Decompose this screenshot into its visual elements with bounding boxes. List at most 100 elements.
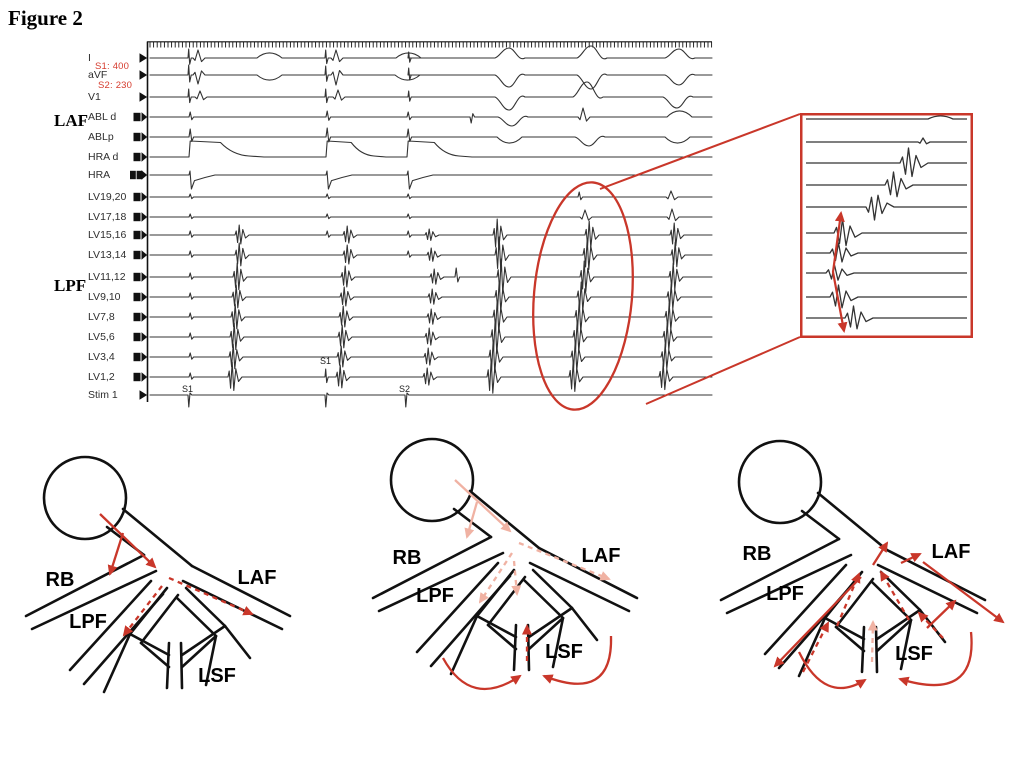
channel-label: ABL d [88,111,117,123]
pacing-label-s2: S2: 230 [98,80,133,91]
fascicle-line [551,616,565,669]
fascicle-line [121,507,194,568]
diagram-label-lpf: LPF [766,583,804,605]
channel-label: LV13,14 [88,249,127,261]
channel-marker-icon [141,292,148,302]
inset-trace-1 [806,115,967,120]
activation-arrow-solid [773,576,862,668]
connector-box-icon [133,112,141,122]
channel-label: LV15,16 [88,229,127,241]
fascicle-line [823,616,866,641]
trace-ablp [149,127,713,147]
channel-marker-icon [141,112,148,122]
fascicle-line [531,568,574,610]
connector-box-icon [133,312,141,322]
diagram-label-rb: RB [743,543,772,565]
fascicle-line [527,616,565,651]
fascicle-line [899,618,913,671]
fascicle-line [475,614,518,639]
fascicle-line [175,596,218,638]
activation-arrow-solid [454,479,512,533]
connector-box-icon [133,250,141,260]
fascicle-line [139,641,171,669]
channel-label: LV9,10 [88,291,121,303]
trace-lv9-10 [149,280,713,312]
av-node-circle [389,437,475,523]
channel-label: Stim 1 [88,389,118,401]
channel-marker-icon [141,170,148,180]
fascicle-line [180,624,227,657]
trace-i [149,45,713,65]
activation-arrow-dashed [122,585,163,637]
fascicle-line [184,586,227,628]
fascicle-line [725,553,853,615]
fascicle-line [30,569,158,631]
inset-trace-3 [806,147,967,178]
zoom-inset [800,113,973,338]
fascicle-line [475,568,516,618]
av-node-circle [42,455,128,541]
trace-v1 [149,81,713,111]
channel-label: ABLp [88,131,114,143]
channel-label: V1 [88,91,101,103]
fascicle-line [800,509,841,541]
stim-annotation: S1 [320,356,332,366]
trace-lv17-18 [149,208,713,222]
region-label-lpf: LPF [54,276,87,295]
activation-arrow-solid [898,631,973,687]
channel-label: LV17,18 [88,211,127,223]
diagram-label-lpf: LPF [416,585,454,607]
connector-box-icon [130,170,136,180]
diagram-label-laf: LAF [238,567,277,589]
fascicle-line [527,606,574,639]
fascicle-line [875,608,922,641]
fascicle-line [180,634,218,669]
channel-marker-icon [141,192,148,202]
stim-annotation: S1 [182,384,194,394]
diagram-label-laf: LAF [582,545,621,567]
diagram-label-rb: RB [46,569,75,591]
activation-arrow-solid [107,532,125,576]
channel-label: LV5,6 [88,331,115,343]
channel-marker-icon [139,390,148,400]
figure-title: Figure 2 [8,6,83,30]
fascicle-line [763,563,848,656]
activation-arrow-solid [922,561,1005,624]
fascicle-line [528,561,631,613]
fascicle-line [486,623,518,651]
fascicle-line [139,593,180,645]
trace-hra [149,170,713,190]
activation-arrow-solid [797,651,867,690]
channel-label: LV3,4 [88,351,115,363]
fascicle-line [834,577,875,629]
fascicle-line [876,563,979,615]
inset-trace-5 [806,194,967,221]
channel-label: aVF [88,69,108,81]
connector-box-icon [133,230,141,240]
fascicle-line [885,548,987,602]
trace-lv13-14 [149,236,713,272]
activation-arrow-dashed [917,611,944,639]
channel-label: LV19,20 [88,191,127,203]
connector-box-icon [133,372,141,382]
inset-trace-4 [806,171,967,198]
trace-stim-1 [149,392,713,408]
trace-lv11-12 [149,258,713,294]
trace-lv5-6 [149,318,713,354]
fascicle-line [486,575,527,627]
fascicle-line [24,553,146,618]
connector-box-icon [136,170,143,180]
fascicle-line [68,579,153,672]
activation-arrow-solid [542,635,613,685]
activation-arrow-solid [926,599,957,629]
pacing-label-s1: S1: 400 [95,61,130,72]
channel-label: LV1,2 [88,371,115,383]
connector-box-icon [133,332,141,342]
diagram-label-laf: LAF [932,541,971,563]
trace-abl-d [149,107,713,127]
fascicle-line [128,632,171,657]
connector-box-icon [133,272,141,282]
